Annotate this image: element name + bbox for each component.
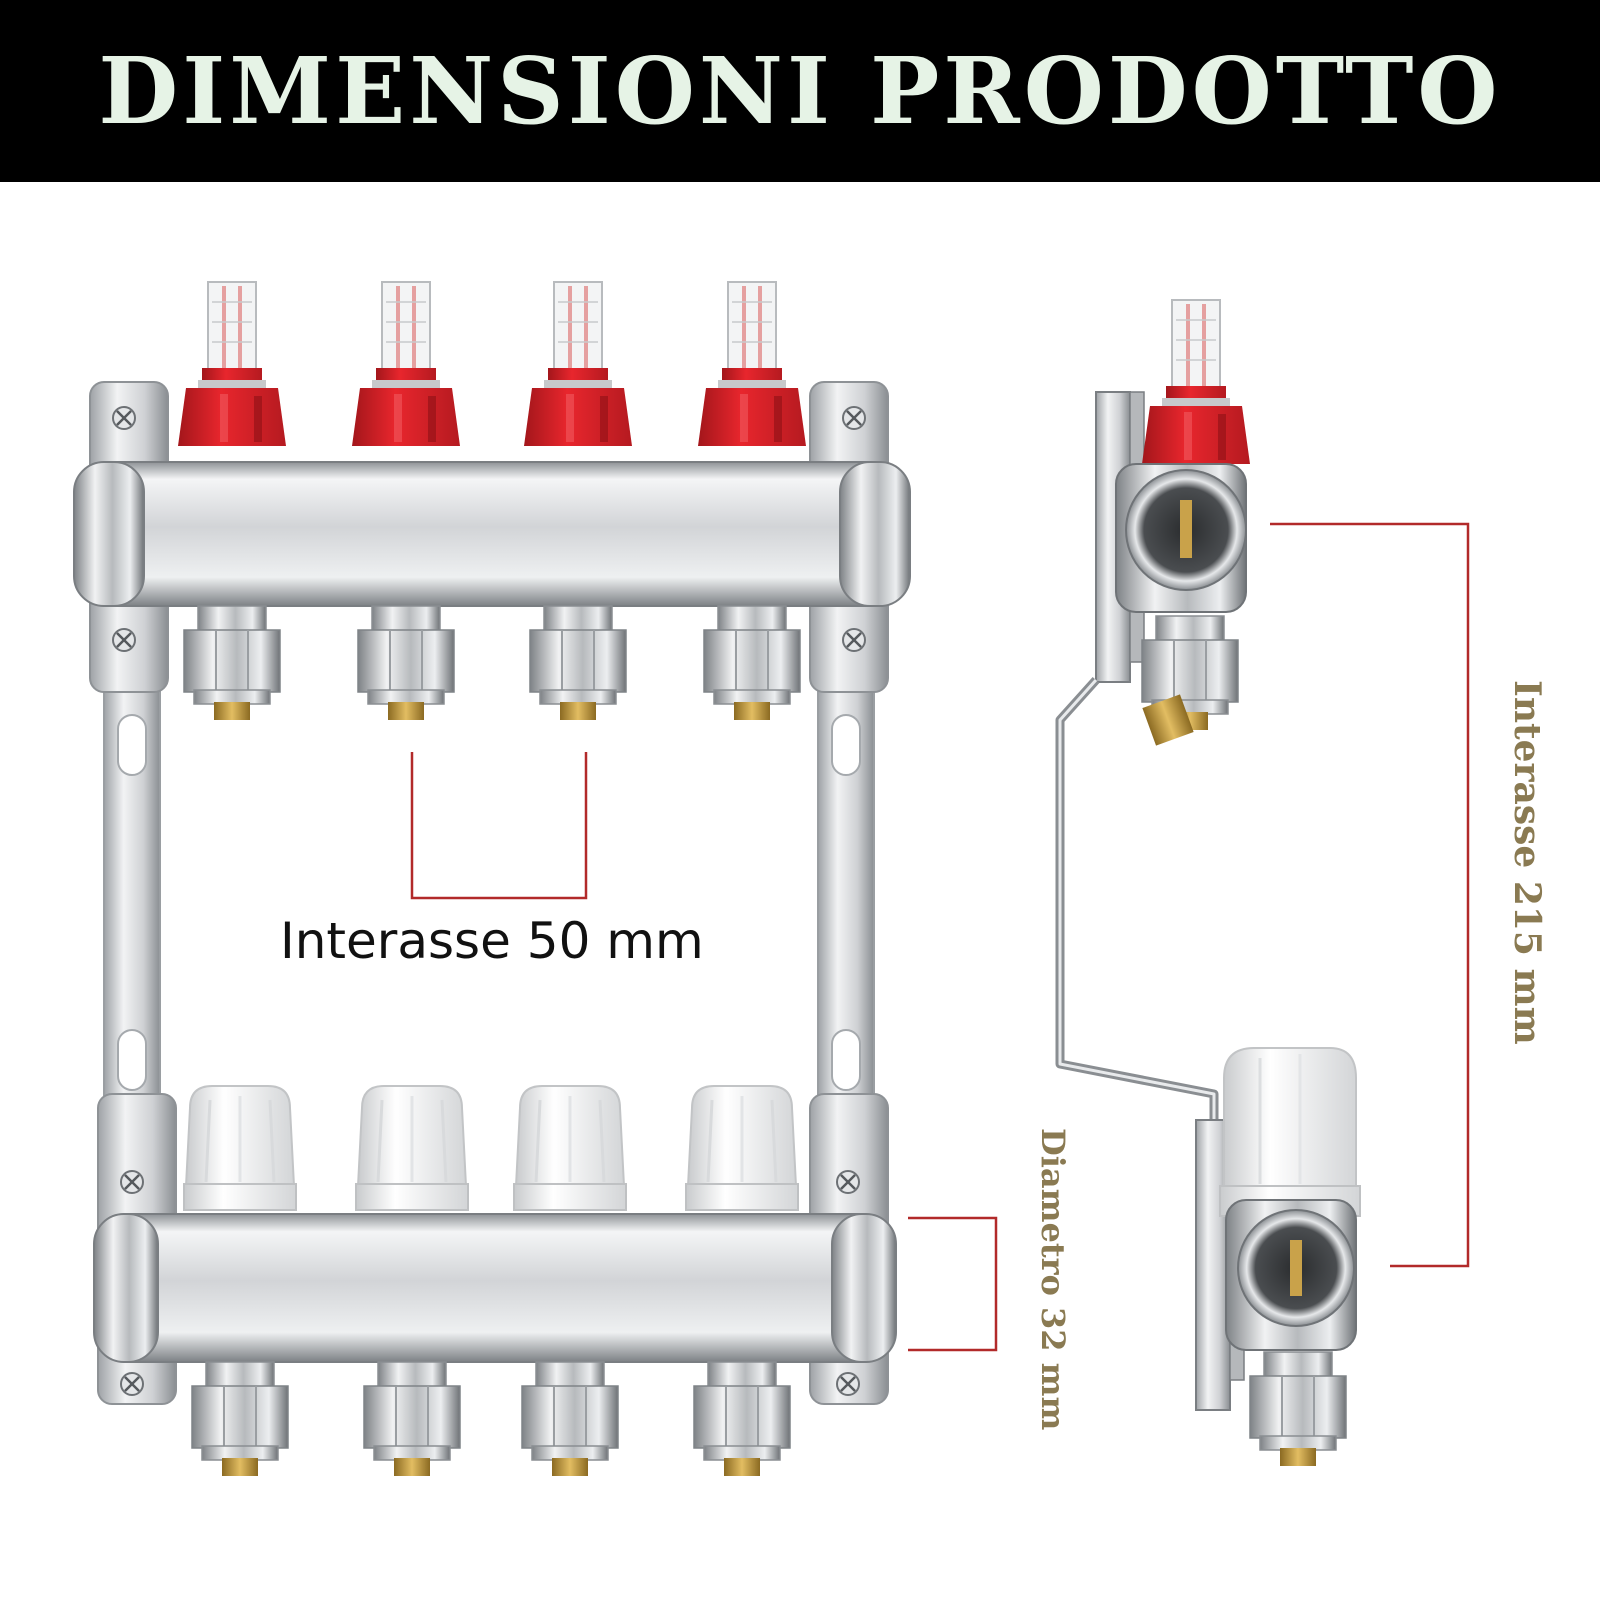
diametro-32-label: Diametro 32 mm [1034, 1128, 1072, 1431]
cap-valve-1 [182, 1084, 298, 1212]
interasse-215-dimension-line [1270, 522, 1470, 1268]
flowmeter-1 [177, 281, 287, 447]
flowmeter-2 [351, 281, 461, 447]
top-manifold-bar [73, 461, 911, 607]
flowmeter-4 [697, 281, 807, 447]
interasse-215-label: Interasse 215 mm [1506, 680, 1548, 1045]
cap-valve-2 [354, 1084, 470, 1212]
side-flowmeter [1141, 299, 1251, 465]
interasse-50-label: Interasse 50 mm [280, 912, 704, 970]
side-cap-valve [1219, 1047, 1361, 1217]
bottom-manifold-bar [93, 1213, 897, 1363]
flowmeter-3 [523, 281, 633, 447]
header-banner: DIMENSIONI PRODOTTO [0, 0, 1600, 182]
cap-valve-3 [512, 1084, 628, 1212]
interasse-50-dimension-line [410, 752, 588, 900]
diametro-32-dimension-line [908, 1216, 998, 1352]
page-title: DIMENSIONI PRODOTTO [98, 37, 1502, 145]
cap-valve-4 [684, 1084, 800, 1212]
